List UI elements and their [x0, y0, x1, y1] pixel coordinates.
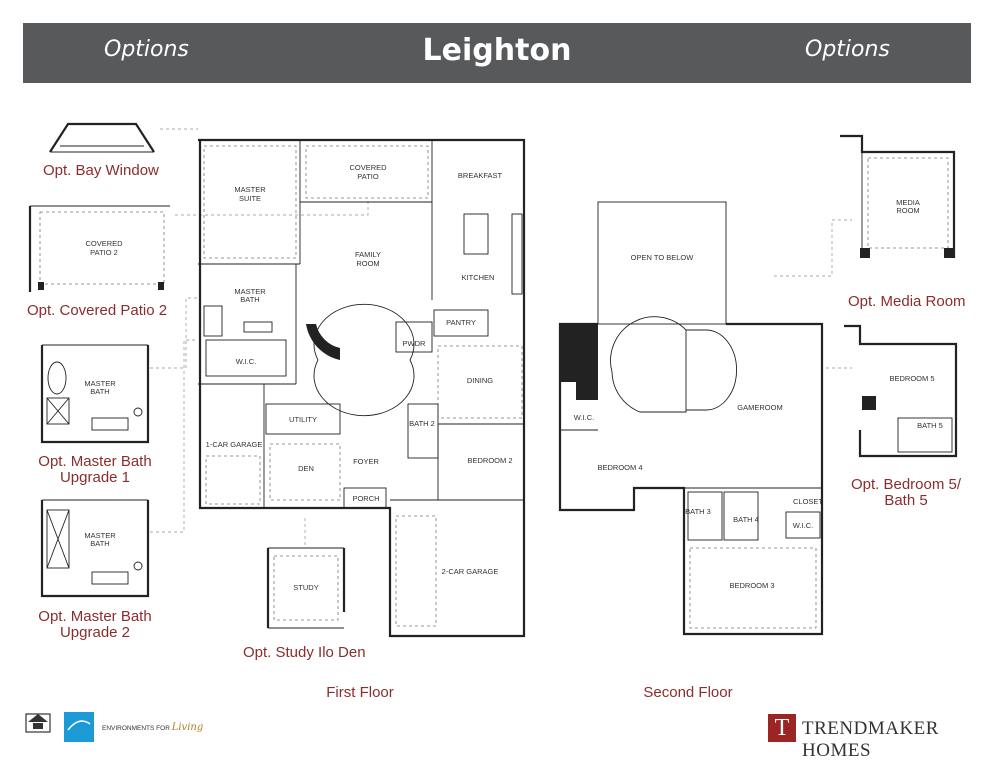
room-master-bath-1: MASTER	[234, 287, 266, 296]
room-bath4: BATH 4	[733, 515, 759, 524]
room-family-2: ROOM	[356, 259, 379, 268]
label-opt-media-room: Opt. Media Room	[848, 293, 966, 310]
room-wic-second: W.I.C.	[574, 413, 594, 422]
label-first-floor: First Floor	[326, 684, 394, 701]
room-mb1-1: MASTER	[84, 379, 116, 388]
room-1-car-garage: 1-CAR GARAGE	[206, 440, 263, 449]
label-opt-master-bath-upgrade-1: Opt. Master Bath Upgrade 1	[32, 454, 158, 486]
first-floor-plan: MASTER SUITE COVERED PATIO BREAKFAST KIT…	[198, 138, 526, 638]
room-bedroom2: BEDROOM 2	[467, 456, 512, 465]
room-bedroom3: BEDROOM 3	[729, 581, 774, 590]
label-opt-master-bath-upgrade-2-line1: Opt. Master Bath	[38, 608, 152, 625]
room-mb2-2: BATH	[90, 539, 109, 548]
room-porch: PORCH	[352, 494, 379, 503]
label-opt-master-bath-upgrade-1-line1: Opt. Master Bath	[38, 453, 152, 470]
label-opt-master-bath-upgrade-2: Opt. Master Bath Upgrade 2	[32, 609, 158, 641]
room-family-1: FAMILY	[355, 250, 381, 259]
energy-star-logo	[64, 712, 94, 742]
room-gameroom: GAMEROOM	[737, 403, 782, 412]
bedroom5-option: BEDROOM 5 BATH 5	[844, 324, 958, 458]
room-closet: CLOSET	[793, 497, 823, 506]
label-opt-bedroom5-line1: Opt. Bedroom 5/	[850, 476, 962, 493]
env-text: ENVIRONMENTS FOR	[102, 725, 170, 732]
header-options-left: Options	[104, 37, 189, 62]
room-covered-patio2-1: COVERED	[85, 239, 123, 248]
room-covered-patio2-2: PATIO 2	[90, 248, 118, 257]
label-opt-study: Opt. Study Ilo Den	[243, 644, 366, 661]
room-pantry: PANTRY	[446, 318, 476, 327]
label-opt-bedroom5-line2: Bath 5	[884, 492, 928, 509]
master-bath-upgrade-1-option: MASTER BATH	[40, 344, 150, 444]
trendmaker-homes-logo: T TRENDMAKER HOMES	[768, 714, 973, 761]
room-open-to-below: OPEN TO BELOW	[631, 253, 695, 262]
label-opt-covered-patio-2: Opt. Covered Patio 2	[27, 302, 168, 319]
room-dining: DINING	[467, 376, 493, 385]
study-option: STUDY	[266, 547, 346, 629]
room-media-2: ROOM	[896, 206, 919, 215]
room-den: DEN	[298, 464, 314, 473]
room-mb2-1: MASTER	[84, 531, 116, 540]
env-script: Living	[171, 722, 204, 733]
label-opt-master-bath-upgrade-1-line2: Upgrade 1	[59, 469, 131, 486]
room-mb1-2: BATH	[90, 387, 109, 396]
room-breakfast: BREAKFAST	[458, 171, 503, 180]
room-foyer: FOYER	[353, 457, 379, 466]
room-master-suite-1: MASTER	[234, 185, 266, 194]
brand-mark-icon: T	[768, 714, 796, 742]
room-2-car-garage: 2-CAR GARAGE	[442, 567, 499, 576]
bay-window-option	[49, 122, 155, 153]
room-bedroom5: BEDROOM 5	[889, 374, 934, 383]
room-media-1: MEDIA	[896, 198, 920, 207]
label-second-floor: Second Floor	[643, 684, 733, 701]
room-wic2-second: W.I.C.	[793, 521, 813, 530]
room-pwdr: PWDR	[403, 339, 426, 348]
room-wic-first: W.I.C.	[236, 357, 256, 366]
label-opt-bay-window: Opt. Bay Window	[43, 162, 159, 179]
media-room-option: MEDIA ROOM	[840, 134, 956, 258]
header-options-right: Options	[805, 37, 890, 62]
room-bedroom4: BEDROOM 4	[597, 463, 642, 472]
room-master-suite-2: SUITE	[239, 194, 261, 203]
room-kitchen: KITCHEN	[462, 273, 495, 282]
room-covered-patio-1: COVERED	[349, 163, 387, 172]
equal-housing-logo	[25, 713, 51, 733]
room-study: STUDY	[293, 583, 318, 592]
environments-for-living-logo: ENVIRONMENTS FOR Living	[102, 722, 203, 733]
room-bath3: BATH 3	[685, 507, 711, 516]
room-covered-patio-2: PATIO	[357, 172, 379, 181]
room-utility: UTILITY	[289, 415, 317, 424]
label-opt-bedroom5: Opt. Bedroom 5/ Bath 5	[846, 477, 966, 509]
header-bar: Options Leighton Options	[23, 23, 971, 83]
room-bath2: BATH 2	[409, 419, 435, 428]
covered-patio-2-option: COVERED PATIO 2	[28, 205, 170, 292]
brand-name: TRENDMAKER HOMES	[802, 718, 939, 761]
second-floor-plan: OPEN TO BELOW GAMEROOM W.I.C. BEDROOM 4 …	[558, 201, 823, 636]
room-bath5: BATH 5	[917, 421, 943, 430]
master-bath-upgrade-2-option: MASTER BATH	[40, 499, 150, 598]
room-master-bath-2: BATH	[240, 295, 259, 304]
label-opt-master-bath-upgrade-2-line2: Upgrade 2	[59, 624, 131, 641]
plan-title: Leighton	[422, 33, 572, 68]
